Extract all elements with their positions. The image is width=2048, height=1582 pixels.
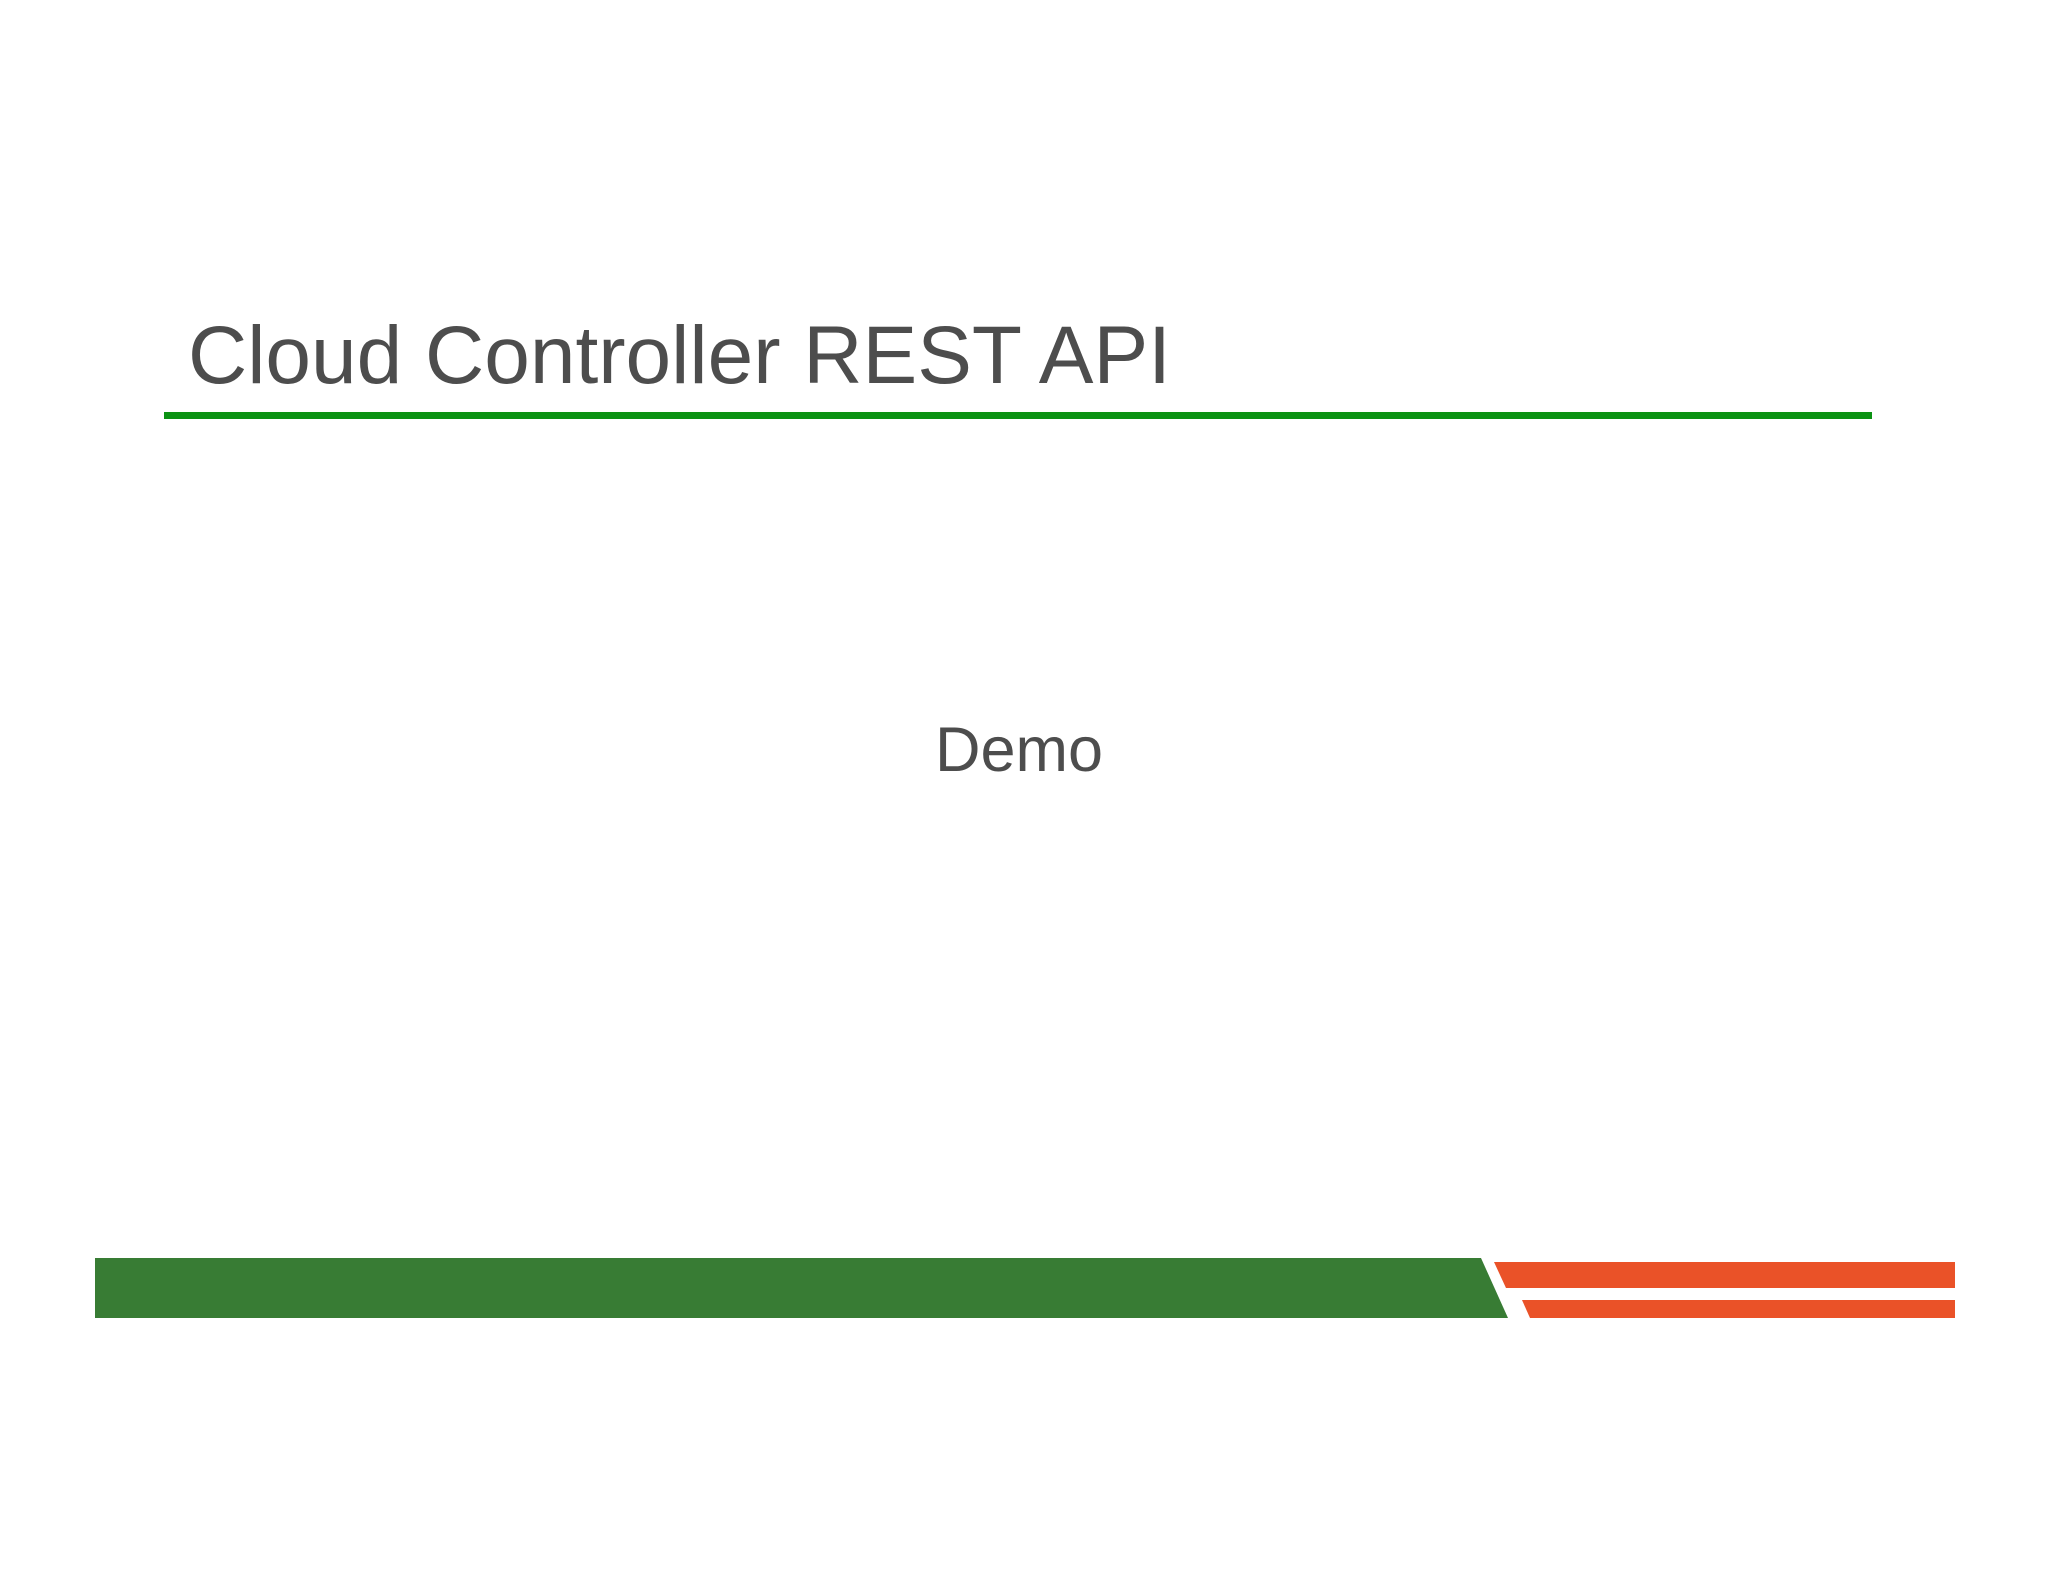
footer-orange-stripe-top [1494,1262,1955,1288]
footer-green-bar [95,1258,1508,1318]
page-title: Cloud Controller REST API [188,310,1171,401]
footer-orange-stripe-bottom [1522,1300,1955,1318]
slide-body-text: Demo [934,715,1104,785]
title-underline-rule [164,412,1872,419]
slide-content-area: Demo [164,500,1874,1200]
slide-title-block: Cloud Controller REST API [164,300,1874,425]
footer-decorative-graphic [0,1252,2048,1332]
